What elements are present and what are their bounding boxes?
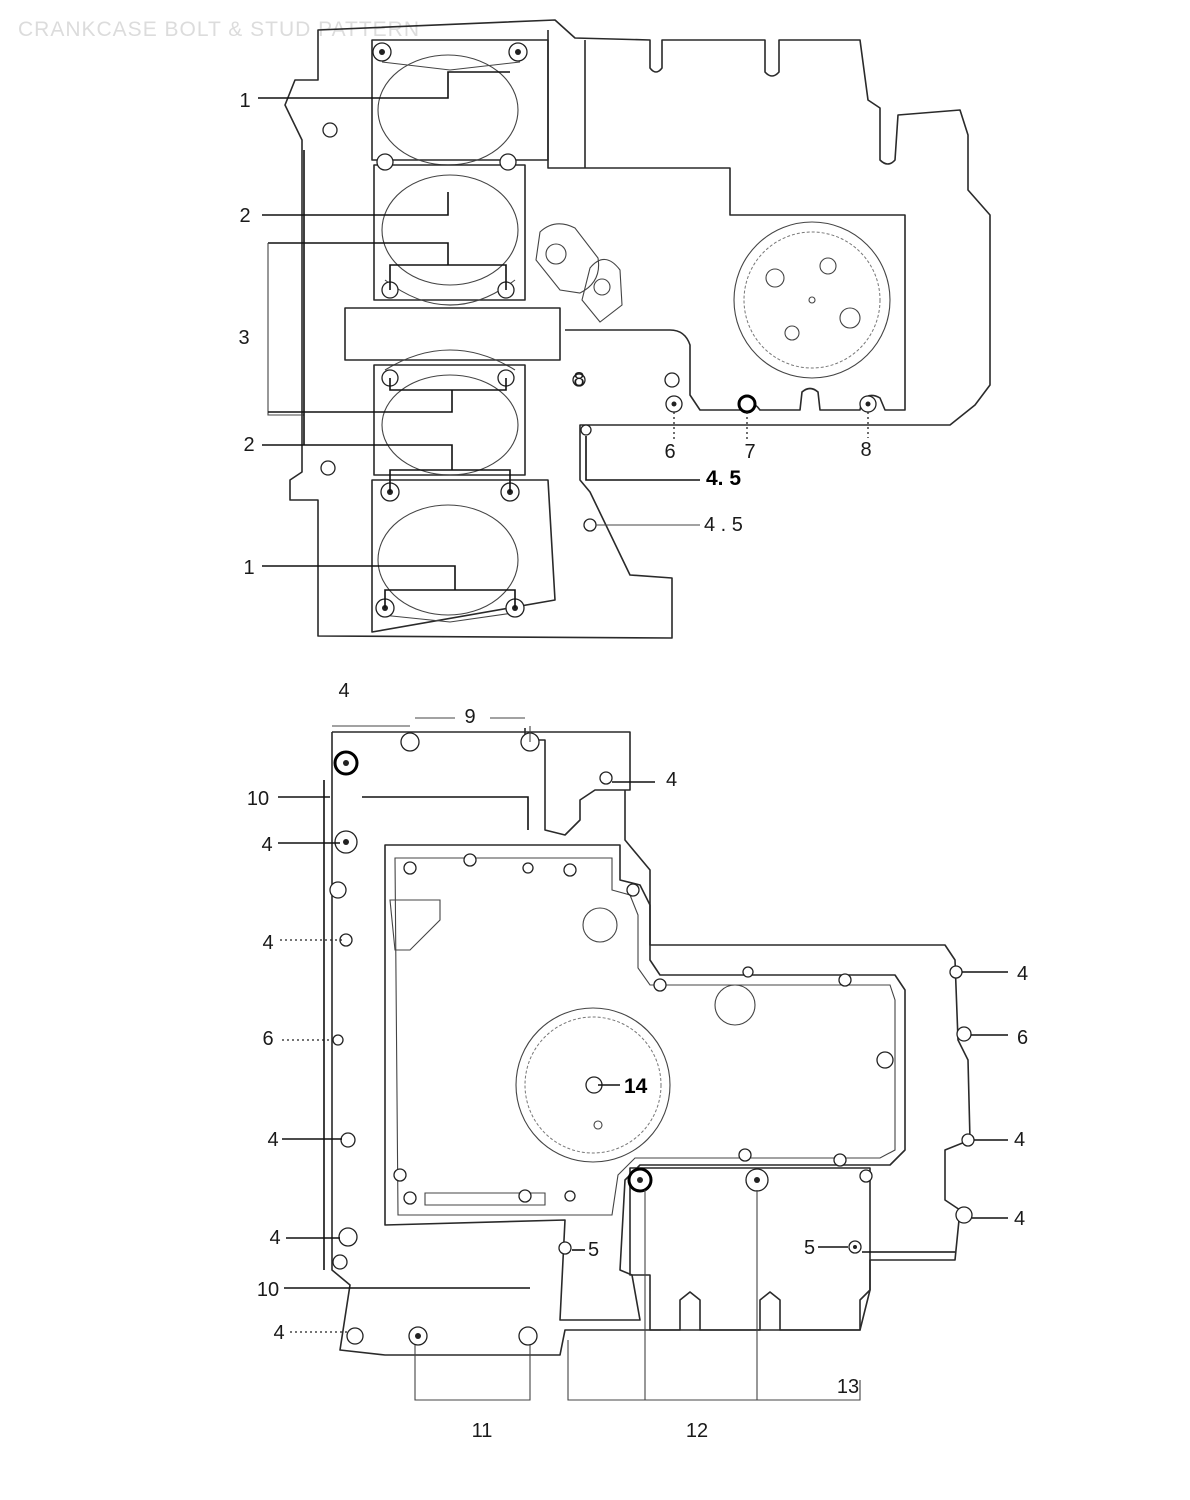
- upper-case-outline: [284, 19, 991, 639]
- lower-callout-9: 9: [464, 706, 475, 728]
- upper-callout-8: 8: [860, 439, 871, 461]
- upper-callout-2: 2: [239, 205, 250, 227]
- lower-callout-4: 4: [267, 1129, 278, 1151]
- upper-callout-2: 2: [243, 434, 254, 456]
- lower-callout-4: 4: [269, 1227, 280, 1249]
- lower-callout-6: 6: [262, 1028, 273, 1050]
- lower-callout-4: 4: [1014, 1129, 1025, 1151]
- lower-callout-6: 6: [1017, 1027, 1028, 1049]
- upper-callout-1: 1: [243, 557, 254, 579]
- cylinder-bore-4: [371, 479, 556, 633]
- cylinder-web-center: [344, 307, 561, 361]
- upper-leader-lines: [258, 71, 869, 608]
- oil-flange-b: [581, 258, 623, 323]
- lower-bearing-circle: [515, 1007, 671, 1163]
- lower-bolt-holes: [329, 732, 975, 1346]
- lower-callout-4: 4: [1014, 1208, 1025, 1230]
- lower-crankcase: [278, 717, 1008, 1401]
- upper-callout-1: 1: [239, 90, 250, 112]
- upper-callout-4-5: 4 . 5: [704, 514, 743, 536]
- upper-callout-4-5: 4. 5: [706, 467, 741, 490]
- cylinder-bore-1: [371, 39, 549, 161]
- cylinder-bore-3: [373, 364, 526, 476]
- upper-callout-6: 6: [664, 441, 675, 463]
- upper-callout-7: 7: [744, 441, 755, 463]
- lower-callout-4: 4: [666, 769, 677, 791]
- lower-callout-5: 5: [804, 1237, 815, 1259]
- lower-callout-11: 11: [472, 1420, 493, 1442]
- lower-inner-gasket: [384, 844, 906, 1321]
- lower-callout-5: 5: [588, 1239, 599, 1261]
- upper-crankcase: [258, 19, 991, 639]
- lower-case-outline: [331, 728, 971, 1356]
- upper-callout-8: 8: [573, 369, 584, 391]
- lower-callout-4: 4: [338, 680, 349, 702]
- cylinder-bore-2: [373, 164, 526, 301]
- lower-callout-12: 12: [686, 1420, 708, 1442]
- lower-callout-4: 4: [1017, 963, 1028, 985]
- lower-callout-4: 4: [262, 932, 273, 954]
- lower-callout-14: 14: [624, 1075, 648, 1098]
- upper-callout-3: 3: [238, 327, 249, 349]
- bearing-circle: [733, 221, 891, 379]
- oil-flange-a: [535, 223, 600, 294]
- lower-leader-lines: [278, 717, 1008, 1401]
- lower-callout-10: 10: [247, 788, 269, 810]
- lower-callout-4: 4: [273, 1322, 284, 1344]
- lower-bottom-extension: [629, 1167, 871, 1331]
- upper-right-lobe: [547, 30, 906, 411]
- lower-callout-4: 4: [261, 834, 272, 856]
- lower-callout-10: 10: [257, 1279, 279, 1301]
- lower-callout-13: 13: [837, 1376, 859, 1398]
